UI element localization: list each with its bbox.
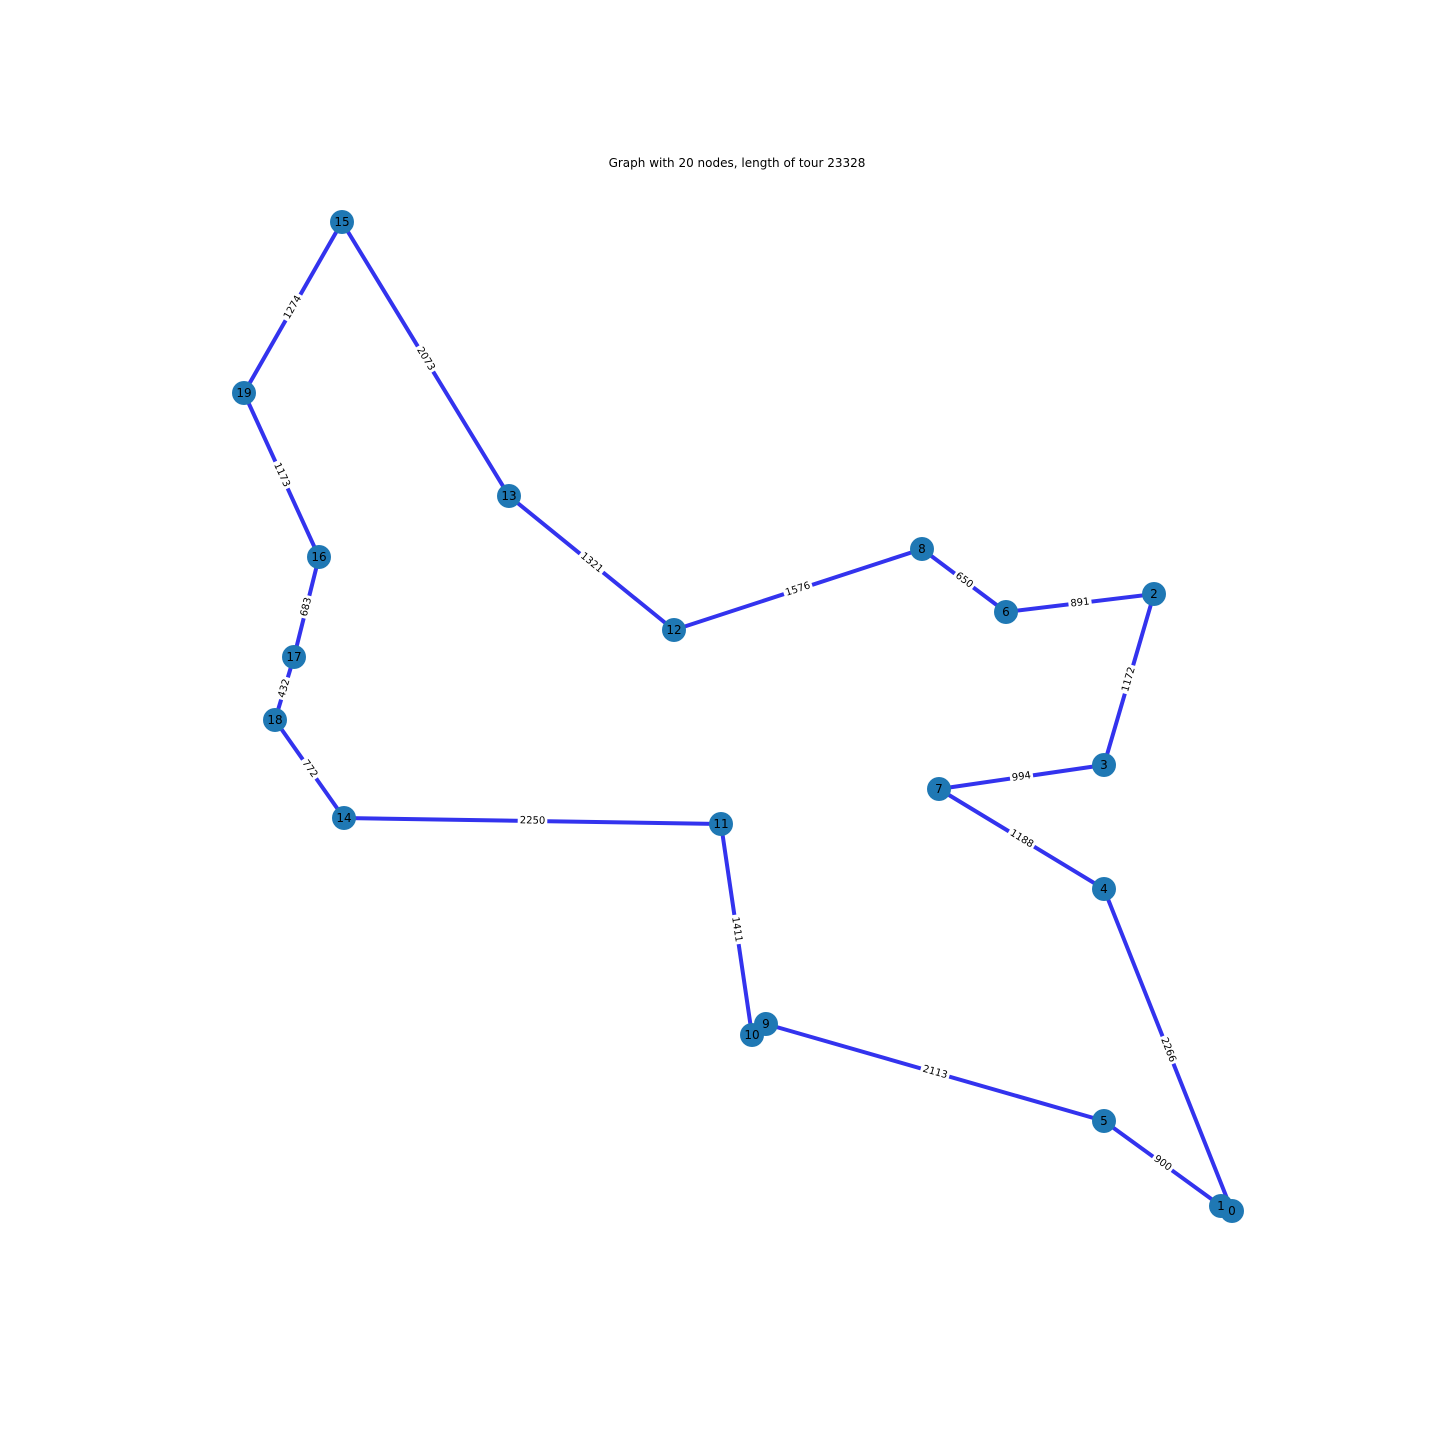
node-label-8: 8 (918, 542, 926, 556)
edge-label-background (1009, 768, 1034, 786)
edge-weight-text: 432 (276, 678, 292, 699)
node-label-9: 9 (762, 1017, 770, 1031)
edge-label-background (1156, 1033, 1180, 1067)
node-1 (1209, 1194, 1233, 1218)
edge-weight-text: 2250 (520, 815, 546, 826)
edge-label-background (517, 813, 548, 829)
node-3 (1092, 753, 1116, 777)
edge-label-background (575, 548, 608, 578)
node-11 (709, 812, 733, 836)
edge-label-background (727, 913, 746, 946)
edge-label-background (1149, 1151, 1176, 1176)
node-15 (330, 210, 354, 234)
node-label-14: 14 (336, 811, 351, 825)
node-label-3: 3 (1100, 758, 1108, 772)
edge-weight-text: 683 (299, 596, 314, 617)
node-label-1: 1 (1217, 1199, 1225, 1213)
edge-weight-label: 1411 (727, 913, 746, 946)
edge-weight-label: 994 (1009, 768, 1034, 786)
node-12 (662, 618, 686, 642)
node-label-19: 19 (236, 386, 251, 400)
edge-weight-text: 1411 (729, 916, 744, 943)
graph-title: Graph with 20 nodes, length of tour 2332… (609, 156, 866, 170)
edge-label-background (296, 594, 317, 620)
edge-weight-label: 2073 (411, 342, 440, 376)
edge-weight-label: 2250 (517, 813, 548, 829)
edge-weight-label: 1188 (1005, 825, 1038, 853)
edges-layer (242, 220, 1234, 1213)
node-label-5: 5 (1100, 1114, 1108, 1128)
edge-label-background (918, 1061, 952, 1084)
edge-label-background (279, 291, 307, 324)
node-4 (1092, 877, 1116, 901)
edge-weight-label: 891 (1067, 594, 1093, 612)
edge-label-background (268, 458, 295, 492)
node-label-16: 16 (311, 550, 326, 564)
node-8 (910, 537, 934, 561)
edge-label-background (1005, 825, 1038, 853)
node-label-10: 10 (744, 1028, 759, 1042)
node-label-12: 12 (666, 623, 681, 637)
node-label-4: 4 (1100, 882, 1108, 896)
edge-weight-text: 994 (1011, 770, 1031, 784)
node-18 (263, 708, 287, 732)
node-label-0: 0 (1228, 1204, 1236, 1218)
node-17 (282, 645, 306, 669)
node-label-2: 2 (1150, 587, 1158, 601)
node-19 (232, 381, 256, 405)
node-label-13: 13 (501, 489, 516, 503)
edge-label-background (1067, 594, 1093, 612)
edge-label-background (297, 755, 322, 783)
edge-weight-text: 891 (1070, 596, 1090, 609)
node-10 (740, 1023, 764, 1047)
edge-weight-label: 1274 (279, 291, 307, 324)
edge-weight-label: 1172 (1118, 663, 1140, 696)
edge-weight-label: 683 (296, 594, 317, 620)
edge-weight-label: 2113 (918, 1061, 952, 1084)
node-14 (332, 806, 356, 830)
edge-weight-label: 1321 (575, 548, 608, 578)
node-16 (307, 545, 331, 569)
node-label-6: 6 (1002, 605, 1010, 619)
node-13 (497, 484, 521, 508)
edge-label-background (781, 578, 815, 601)
edge-label-background (274, 675, 295, 702)
node-2 (1142, 582, 1166, 606)
edge-weight-label: 432 (274, 675, 295, 702)
edge-label-background (950, 567, 978, 594)
edge-weight-label: 1576 (781, 578, 815, 601)
edge-weight-label: 1173 (268, 458, 295, 492)
node-5 (1092, 1109, 1116, 1133)
node-label-11: 11 (713, 817, 728, 831)
node-label-17: 17 (286, 650, 301, 664)
node-label-18: 18 (267, 713, 282, 727)
edge-label-background (1118, 663, 1140, 696)
node-7 (927, 777, 951, 801)
node-label-7: 7 (935, 782, 943, 796)
edge-weight-label: 2266 (1156, 1033, 1180, 1067)
node-label-15: 15 (334, 215, 349, 229)
edge-label-background (411, 342, 440, 376)
node-6 (994, 600, 1018, 624)
